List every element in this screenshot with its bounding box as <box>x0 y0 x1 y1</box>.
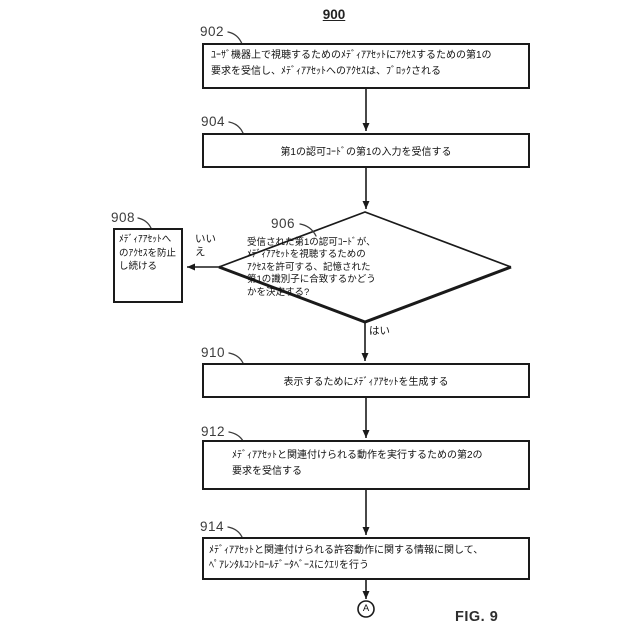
decision-diamond-906 <box>218 211 512 324</box>
process-914-line2: ﾍﾟｱﾚﾝﾀﾙｺﾝﾄﾛｰﾙﾃﾞｰﾀﾍﾞｰｽにｸｴﾘを行う <box>209 560 369 571</box>
process-box-914: ﾒﾃﾞｨｱｱｾｯﾄと関連付けられる許容動作に関する情報に関して、 ﾍﾟｱﾚﾝﾀﾙ… <box>202 537 530 580</box>
ref-label-tails <box>137 31 317 538</box>
process-914-line1: ﾒﾃﾞｨｱｱｾｯﾄと関連付けられる許容動作に関する情報に関して、 <box>209 545 484 556</box>
flow-title: 900 <box>322 7 346 22</box>
process-908-line1: ﾒﾃﾞｨｱｱｾｯﾄへ <box>119 234 172 245</box>
offpage-connector-label: A <box>362 603 370 614</box>
tail-904 <box>228 121 244 134</box>
process-902-line1: ﾕｰｻﾞ機器上で視聴するためのﾒﾃﾞｨｱｱｾｯﾄにｱｸｾｽするための第1の <box>211 50 492 61</box>
ref-label-908: 908 <box>111 210 136 225</box>
tail-902 <box>227 31 243 45</box>
process-box-904: 第1の認可ｺｰﾄﾞの第1の入力を受信する <box>202 133 530 168</box>
process-box-912: ﾒﾃﾞｨｱｱｾｯﾄと関連付けられる動作を実行するための第2の 要求を受信する <box>202 440 530 490</box>
process-box-902: ﾕｰｻﾞ機器上で視聴するためのﾒﾃﾞｨｱｱｾｯﾄにｱｸｾｽするための第1の 要求… <box>202 43 530 89</box>
decision-906-line3: ｱｸｾｽを許可する、記憶された <box>247 261 371 273</box>
tail-910 <box>228 352 244 364</box>
process-912-line2: 要求を受信する <box>232 466 302 477</box>
ref-label-910: 910 <box>201 345 226 360</box>
figure-caption: FIG. 9 <box>455 609 499 625</box>
process-910-line1: 表示するためにﾒﾃﾞｨｱｱｾｯﾄを生成する <box>283 377 449 388</box>
process-908-line2: のｱｸｾｽを防止 <box>119 247 177 259</box>
decision-906-line1: 受信された第1の認可ｺｰﾄﾞが、 <box>247 237 376 248</box>
process-912-line1: ﾒﾃﾞｨｱｱｾｯﾄと関連付けられる動作を実行するための第2の <box>232 450 483 461</box>
tail-906 <box>299 223 317 237</box>
tail-908 <box>137 217 152 229</box>
tail-914 <box>227 526 243 538</box>
decision-906-line2: ﾒﾃﾞｨｱｱｾｯﾄを視聴するための <box>247 249 366 261</box>
ref-label-904: 904 <box>201 114 226 129</box>
ref-label-914: 914 <box>200 519 225 534</box>
arrow-lines <box>187 89 370 599</box>
decision-906-line4: 第1の識別子に合致するかどう <box>247 274 376 286</box>
ref-label-902: 902 <box>200 24 225 39</box>
process-box-908: ﾒﾃﾞｨｱｱｾｯﾄへ のｱｸｾｽを防止 し続ける <box>113 228 183 303</box>
process-908-line3: し続ける <box>119 261 158 272</box>
offpage-connector-circle <box>357 600 375 618</box>
decision-906-line5: かを決定する? <box>247 286 310 298</box>
tail-912 <box>228 431 244 442</box>
ref-label-912: 912 <box>201 424 226 439</box>
process-902-line2: 要求を受信し、ﾒﾃﾞｨｱｱｾｯﾄへのｱｸｾｽは、ﾌﾞﾛｯｸされる <box>211 65 441 77</box>
ref-label-906: 906 <box>271 216 296 231</box>
decision-906-text: 受信された第1の認可ｺｰﾄﾞが、 ﾒﾃﾞｨｱｱｾｯﾄを視聴するための ｱｸｾｽを… <box>247 237 392 299</box>
branch-label-no-line2: え <box>195 245 206 258</box>
branch-label-no: いい え <box>195 233 216 258</box>
process-box-910: 表示するためにﾒﾃﾞｨｱｱｾｯﾄを生成する <box>202 363 530 398</box>
branch-label-yes: はい <box>369 325 390 337</box>
branch-label-no-line1: いい <box>195 233 216 245</box>
process-904-line1: 第1の認可ｺｰﾄﾞの第1の入力を受信する <box>280 147 452 158</box>
